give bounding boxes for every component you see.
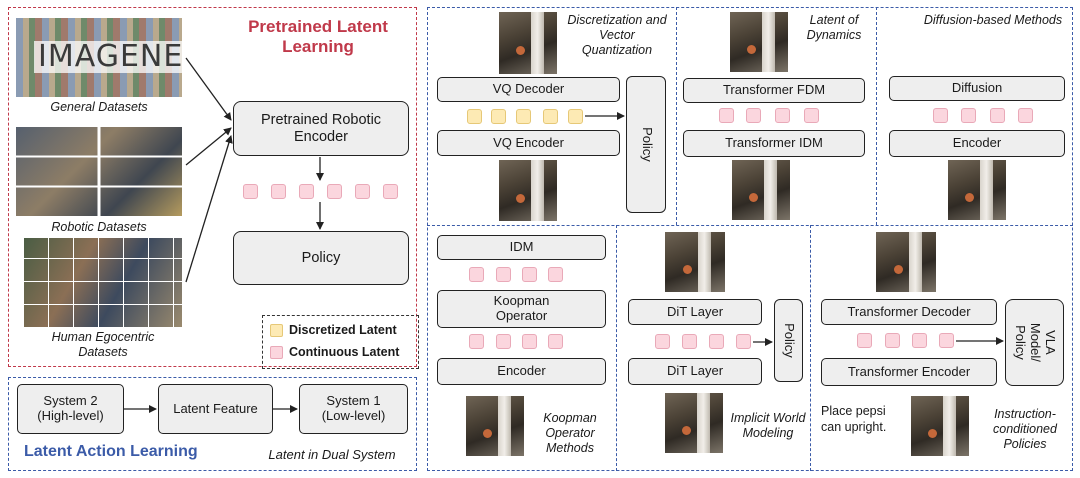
- discretized-token: [516, 109, 531, 124]
- imagenet-logo: IMAGENET: [34, 41, 182, 73]
- koopman-world-divider: [616, 225, 617, 471]
- latent-token: [355, 184, 370, 199]
- system1-box: System 1 (Low-level): [299, 384, 408, 434]
- latent-token: [775, 108, 790, 123]
- latent-token: [746, 108, 761, 123]
- robotic-datasets-image: [16, 127, 182, 216]
- koopman-caption: Koopman Operator Methods: [543, 411, 597, 455]
- latent-token: [1018, 108, 1033, 123]
- vq-encoder-box: VQ Encoder: [437, 130, 620, 156]
- legend-discretized-label: Discretized Latent: [289, 323, 397, 337]
- world-bottom-frame: [665, 393, 723, 453]
- dynamics-bottom-frame: [732, 160, 790, 220]
- latent-token: [327, 184, 342, 199]
- instruction-caption: Instruction-conditioned Policies: [993, 407, 1057, 451]
- vq-top-frame: [499, 12, 557, 74]
- world-instruction-divider: [810, 225, 811, 471]
- instruction-bottom-frame: [911, 396, 969, 456]
- world-policy-label: Policy: [781, 323, 797, 358]
- methods-row-divider: [427, 225, 1073, 226]
- latent-token: [939, 333, 954, 348]
- transformer-encoder-box: Transformer Encoder: [821, 358, 997, 386]
- latent-token: [709, 334, 724, 349]
- pretrained-latent-panel: [8, 7, 417, 367]
- latent-token: [885, 333, 900, 348]
- koopman-frame: [466, 396, 524, 456]
- vq-dynamics-divider: [676, 7, 677, 225]
- latent-token: [736, 334, 751, 349]
- latent-token: [857, 333, 872, 348]
- latent-token: [469, 267, 484, 282]
- general-datasets-caption: General Datasets: [50, 100, 148, 114]
- dynamics-top-frame: [730, 12, 788, 72]
- world-caption: Implicit World Modeling: [730, 411, 806, 440]
- latent-token: [496, 334, 511, 349]
- koopman-operator-box: Koopman Operator: [437, 290, 606, 328]
- latent-token: [682, 334, 697, 349]
- latent-token: [912, 333, 927, 348]
- legend-swatch-discretized: [270, 324, 283, 337]
- latent-action-learning-title: Latent Action Learning: [24, 443, 198, 460]
- dynamics-diffusion-divider: [876, 7, 877, 225]
- world-top-frame: [665, 232, 725, 292]
- latent-token: [548, 267, 563, 282]
- system2-box: System 2 (High-level): [17, 384, 124, 434]
- koopman-encoder-box: Encoder: [437, 358, 606, 385]
- discretized-token: [467, 109, 482, 124]
- latent-token: [655, 334, 670, 349]
- latent-token: [990, 108, 1005, 123]
- discretized-token: [543, 109, 558, 124]
- latent-token: [961, 108, 976, 123]
- dit-layer-top-box: DiT Layer: [628, 299, 762, 325]
- discretized-token: [491, 109, 506, 124]
- latent-token: [271, 184, 286, 199]
- diffusion-box: Diffusion: [889, 76, 1065, 101]
- vq-policy-box: Policy: [626, 76, 666, 213]
- transformer-decoder-box: Transformer Decoder: [821, 299, 997, 325]
- latent-token: [496, 267, 511, 282]
- legend-swatch-continuous: [270, 346, 283, 359]
- vq-bottom-frame: [499, 160, 557, 221]
- instruction-top-frame: [876, 232, 936, 292]
- latent-token: [383, 184, 398, 199]
- vq-policy-label: Policy: [639, 127, 655, 162]
- pretrained-policy: Policy: [233, 231, 409, 285]
- vq-caption: Discretization and Vector Quantization: [567, 13, 667, 57]
- dynamics-caption: Latent of Dynamics: [806, 13, 862, 42]
- latent-token: [299, 184, 314, 199]
- latent-token: [933, 108, 948, 123]
- discretized-token: [568, 109, 583, 124]
- robotic-datasets-caption: Robotic Datasets: [51, 220, 147, 234]
- latent-token: [548, 334, 563, 349]
- pretrained-robotic-encoder: Pretrained Robotic Encoder: [233, 101, 409, 156]
- vla-policy-box: VLA Model/ Policy: [1005, 299, 1064, 386]
- dual-system-panel: [8, 377, 417, 471]
- latent-token: [469, 334, 484, 349]
- imagenet-image: IMAGENET: [16, 18, 182, 97]
- instruction-prompt: Place pepsi can upright.: [821, 404, 887, 434]
- diffusion-caption: Diffusion-based Methods: [923, 13, 1063, 27]
- methods-panel: [427, 7, 1073, 471]
- diffusion-bottom-frame: [948, 160, 1006, 220]
- transformer-fdm-box: Transformer FDM: [683, 78, 865, 103]
- dual-system-caption: Latent in Dual System: [268, 447, 396, 462]
- latent-token: [522, 334, 537, 349]
- vq-decoder-box: VQ Decoder: [437, 77, 620, 102]
- latent-token: [522, 267, 537, 282]
- human-datasets-caption: Human Egocentric Datasets: [51, 330, 155, 359]
- latent-feature-box: Latent Feature: [158, 384, 273, 434]
- latent-token: [804, 108, 819, 123]
- koopman-idm-box: IDM: [437, 235, 606, 260]
- latent-token: [243, 184, 258, 199]
- vla-policy-label: VLA Model/ Policy: [1013, 322, 1058, 363]
- latent-token: [719, 108, 734, 123]
- diffusion-encoder-box: Encoder: [889, 130, 1065, 157]
- human-egocentric-image: [24, 238, 182, 327]
- legend-box: [262, 315, 419, 369]
- legend-continuous-label: Continuous Latent: [289, 345, 400, 359]
- transformer-idm-box: Transformer IDM: [683, 130, 865, 157]
- dit-layer-bottom-box: DiT Layer: [628, 358, 762, 385]
- pretrained-panel-title: Pretrained Latent Learning: [248, 17, 388, 57]
- world-policy-box: Policy: [774, 299, 803, 382]
